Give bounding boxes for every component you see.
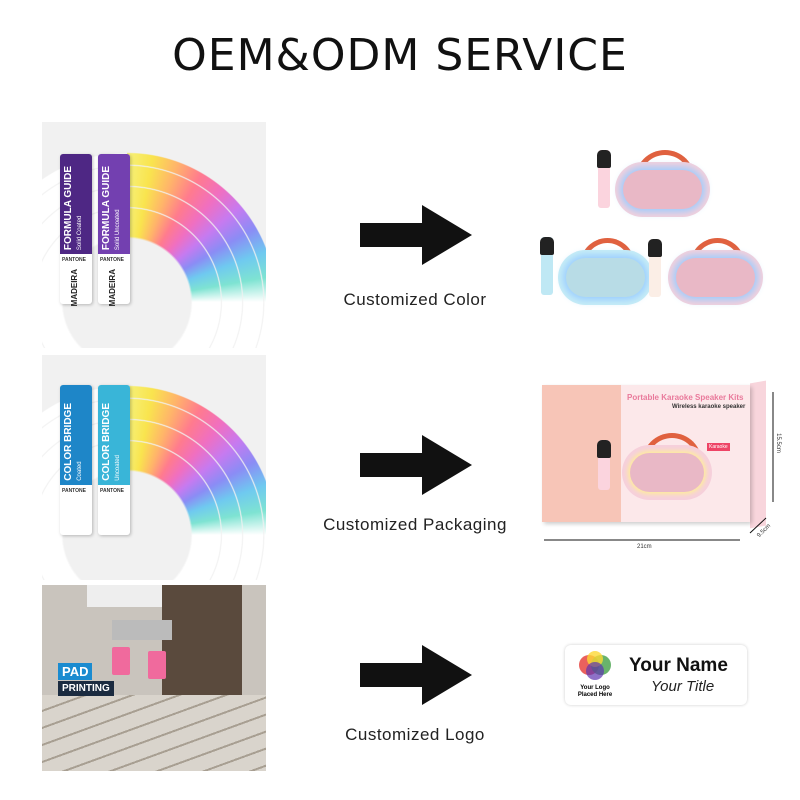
dimension-lines <box>544 392 774 541</box>
box-title: Portable Karaoke Speaker Kits <box>627 393 744 402</box>
speaker-pink <box>615 162 710 217</box>
arrow-right-icon <box>360 645 472 705</box>
logo-text: Placed Here <box>577 692 613 698</box>
box-subtitle: Wireless karaoke speaker <box>672 404 746 410</box>
card-subtitle: Uncoated <box>115 455 121 481</box>
height-dimension: 15.5cm <box>774 433 781 453</box>
card-subtitle: Coated <box>77 461 83 481</box>
box-tag: Karaoke <box>707 443 730 451</box>
microphone <box>648 239 662 297</box>
speaker-blue <box>558 250 653 305</box>
card-subtitle: Solid Coated <box>77 215 83 250</box>
printing-label: PRINTING <box>58 681 114 696</box>
microphone <box>597 440 611 490</box>
arrow-right-icon <box>360 205 472 265</box>
card-title: COLOR BRIDGE <box>101 403 112 481</box>
madeira-logo: MADEIRA <box>70 269 79 307</box>
arrow-right-icon <box>360 435 472 495</box>
pad-label: PAD <box>58 663 93 680</box>
pantone-label: PANTONE <box>62 488 86 494</box>
card-subtitle: Solid Uncoated <box>115 209 121 250</box>
badge-name: Your Name <box>629 655 728 676</box>
logo-placeholder-icon <box>579 651 611 680</box>
speaker-pink <box>668 250 763 305</box>
width-dimension: 21cm <box>637 544 652 550</box>
card-title: FORMULA GUIDE <box>63 165 74 250</box>
pad-printing-image: PAD PRINTING <box>42 585 266 771</box>
logo-text: Your Logo <box>580 685 610 691</box>
card-title: FORMULA GUIDE <box>101 165 112 250</box>
customized-packaging-label: Customized Packaging <box>323 515 507 534</box>
pantone-label: PANTONE <box>100 488 124 494</box>
customized-color-label: Customized Color <box>343 290 487 309</box>
speaker-pink <box>622 445 712 500</box>
page-title: OEM&ODM SERVICE <box>172 30 628 81</box>
microphone <box>540 237 554 295</box>
pantone-label: PANTONE <box>100 257 124 263</box>
pantone-label: PANTONE <box>62 257 86 263</box>
customized-logo-label: Customized Logo <box>345 725 485 744</box>
card-title: COLOR BRIDGE <box>63 403 74 481</box>
badge-title: Your Title <box>651 678 715 695</box>
madeira-logo: MADEIRA <box>108 269 117 307</box>
microphone <box>597 150 611 208</box>
